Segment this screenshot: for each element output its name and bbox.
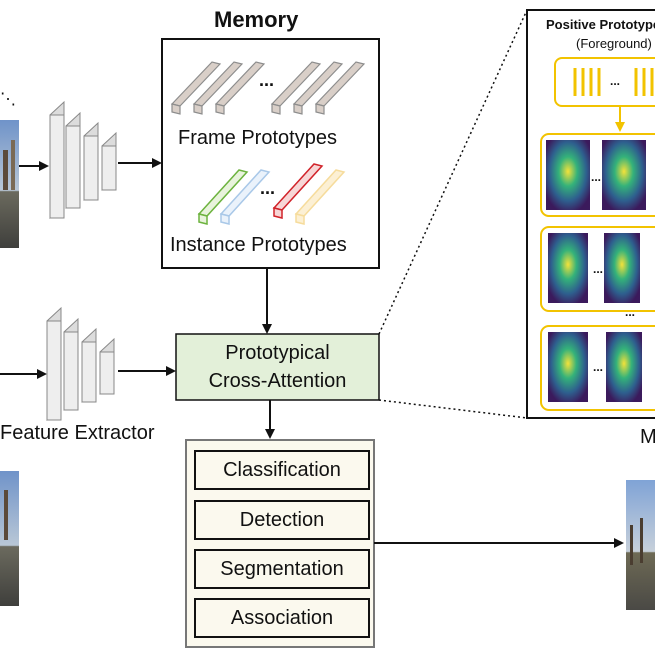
heatmap-row-2-ellipsis: ... bbox=[593, 262, 604, 276]
frame-prototypes-ellipsis: ... bbox=[259, 70, 275, 90]
attention-box bbox=[175, 333, 380, 401]
foreground-bars-box bbox=[554, 57, 655, 107]
heatmap-row-3 bbox=[540, 325, 655, 411]
memory-title: Memory bbox=[214, 7, 299, 32]
positive-panel-subtitle: (Foreground) bbox=[576, 36, 652, 51]
heatmap-rows-ellipsis: ... bbox=[625, 305, 636, 319]
foreground-bars-ellipsis: ... bbox=[610, 74, 621, 88]
feature-extractor-bottom-blocks bbox=[46, 306, 115, 421]
feature-extractor-label: Feature Extractor bbox=[0, 422, 155, 444]
heatmap-row-3-ellipsis: ... bbox=[593, 360, 604, 374]
input-frame-photo-bottom bbox=[0, 471, 19, 606]
frame-prototype-bars bbox=[170, 61, 366, 115]
foreground-bars bbox=[573, 68, 654, 96]
task-segmentation: Segmentation bbox=[194, 549, 370, 589]
zoom-connector-top bbox=[378, 9, 528, 335]
attention-line-2: Cross-Attention bbox=[208, 370, 347, 392]
task-classification: Classification bbox=[194, 450, 370, 490]
instance-prototypes-ellipsis: ... bbox=[260, 178, 276, 198]
feature-extractor-top-blocks bbox=[49, 100, 117, 220]
input-frame-photo-top bbox=[0, 120, 19, 248]
task-detection: Detection bbox=[194, 500, 370, 540]
attention-line-1: Prototypical bbox=[225, 342, 330, 364]
frames-ellipsis: ⋱ bbox=[0, 91, 16, 108]
zoom-connector-bottom bbox=[378, 399, 528, 419]
output-frame-photo bbox=[626, 480, 655, 610]
heatmap-row-1 bbox=[540, 133, 655, 217]
instance-prototype-bars bbox=[197, 163, 346, 225]
frame-prototypes-label: Frame Prototypes bbox=[178, 127, 337, 149]
heatmap-row-2 bbox=[540, 226, 655, 312]
heatmap-row-1-ellipsis: ... bbox=[591, 170, 602, 184]
positive-panel-title: Positive Prototypes bbox=[546, 17, 655, 32]
instance-prototypes-label: Instance Prototypes bbox=[170, 234, 347, 256]
right-edge-letter: M bbox=[640, 426, 655, 448]
task-association: Association bbox=[194, 598, 370, 638]
